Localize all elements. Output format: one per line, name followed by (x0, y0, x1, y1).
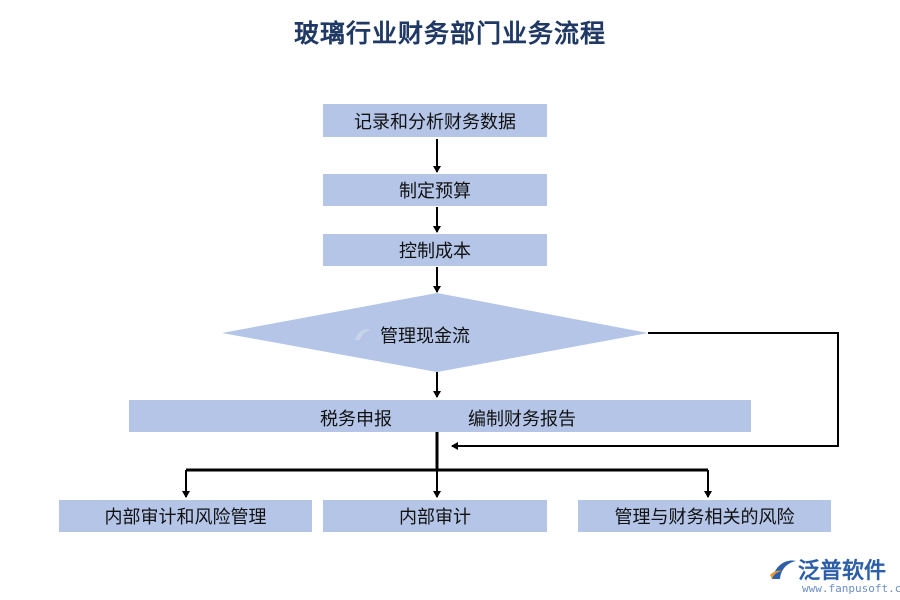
node-audit-risk-label: 内部审计和风险管理 (104, 507, 267, 528)
node-cost-control: 控制成本 (323, 234, 547, 266)
node-budget-label: 制定预算 (399, 181, 471, 202)
cashflow-diamond (222, 293, 648, 372)
brand-url: www.fanpusoft.com (802, 582, 900, 595)
node-record-analyze: 记录和分析财务数据 (323, 104, 547, 137)
node-finance-risk-label: 管理与财务相关的风险 (614, 507, 795, 528)
node-cashflow-label: 管理现金流 (380, 326, 470, 347)
node-tax-label: 税务申报 (320, 409, 392, 430)
loop-connector (451, 332, 839, 450)
node-cost-label: 控制成本 (399, 241, 471, 262)
node-finance-risk: 管理与财务相关的风险 (578, 500, 831, 532)
node-internal-audit: 内部审计 (323, 500, 547, 532)
node-report-label: 编制财务报告 (468, 409, 576, 430)
brand-name: 泛普软件 (798, 559, 887, 584)
node-audit-label: 内部审计 (399, 507, 471, 528)
node-record-label: 记录和分析财务数据 (354, 111, 516, 133)
diagram-title: 玻璃行业财务部门业务流程 (293, 19, 606, 48)
watermark-logo-icon (355, 329, 371, 340)
node-budget: 制定预算 (323, 174, 547, 206)
brand-logo: 泛普软件 www.fanpusoft.com (768, 553, 900, 598)
node-tax-report: 税务申报 编制财务报告 (129, 400, 751, 432)
node-audit-risk: 内部审计和风险管理 (59, 500, 312, 532)
brand-swoosh-icon (770, 560, 796, 579)
